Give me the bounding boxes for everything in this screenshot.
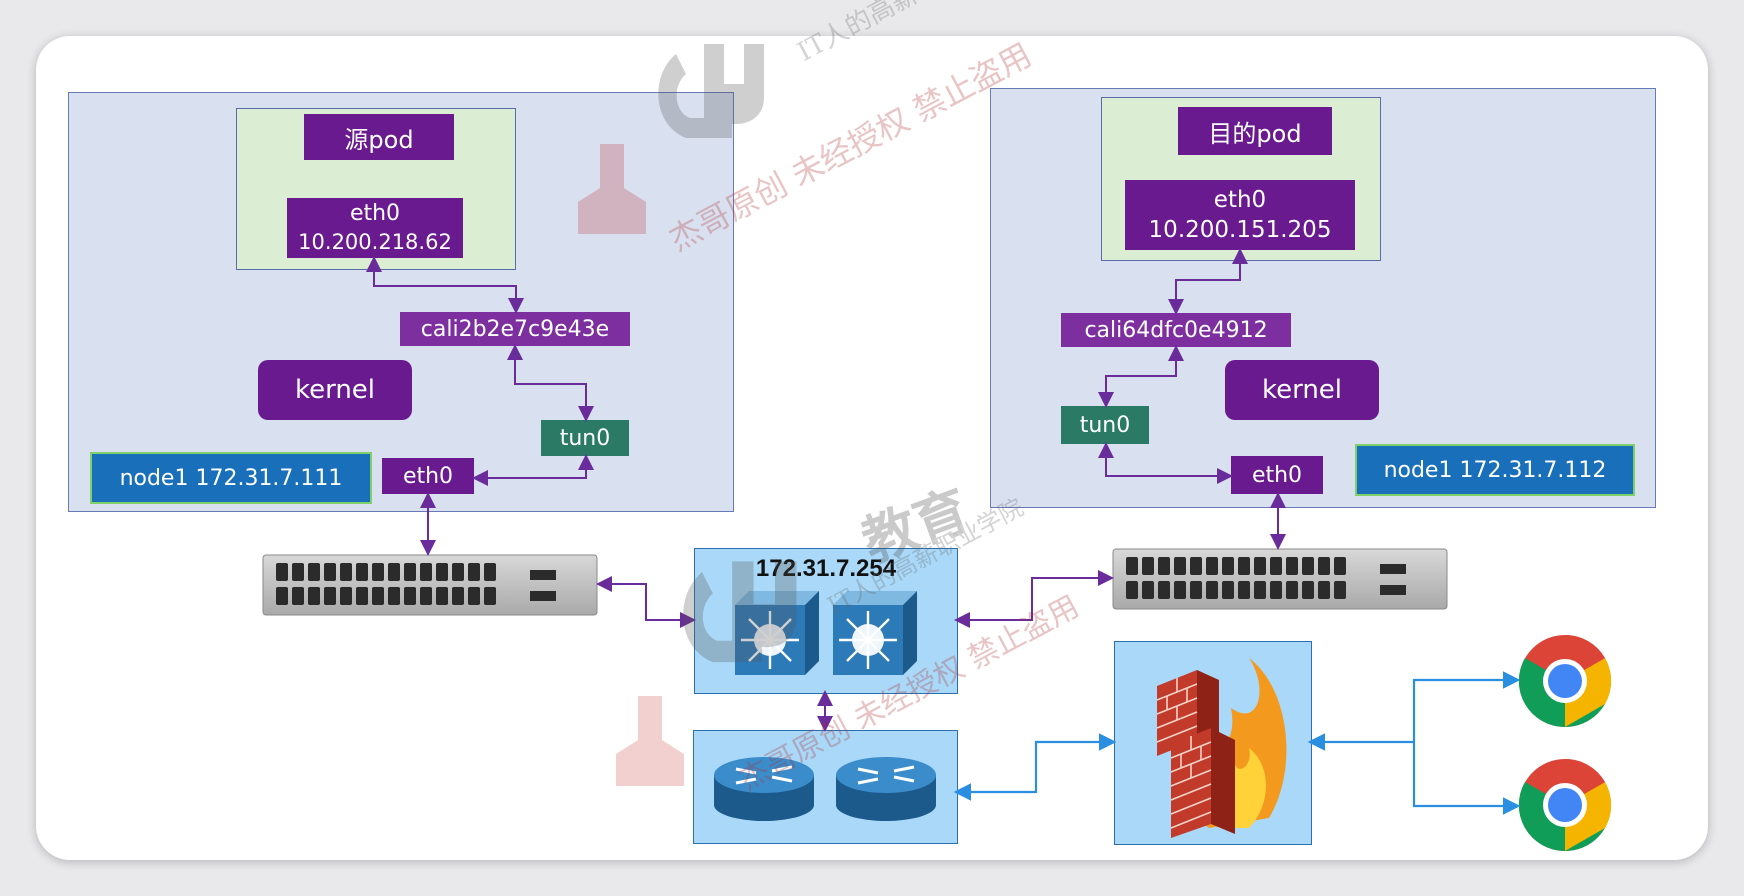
firewall-icon (1156, 658, 1287, 838)
left-host-eth0: eth0 (382, 458, 474, 494)
left-tun0: tun0 (541, 420, 629, 456)
right-cali-interface: cali64dfc0e4912 (1061, 313, 1291, 347)
chrome-icon-2 (1518, 758, 1612, 852)
router-icon-2 (836, 757, 936, 821)
right-pod-eth0: eth0 10.200.151.205 (1125, 180, 1355, 250)
chrome-icon (1518, 634, 1612, 728)
right-node-label: node1 172.31.7.112 (1355, 444, 1635, 496)
core-switch-box: 172.31.7.254 (694, 548, 958, 694)
left-pod-eth0-ip: 10.200.218.62 (298, 230, 452, 254)
left-switch-icon (262, 554, 598, 616)
left-cali-interface: cali2b2e7c9e43e (400, 312, 630, 346)
left-node-label: node1 172.31.7.111 (90, 452, 372, 504)
right-tun0: tun0 (1061, 406, 1149, 444)
left-pod-title: 源pod (304, 114, 454, 160)
router-box (693, 730, 958, 844)
left-pod-eth0: eth0 10.200.218.62 (287, 198, 463, 258)
right-pod-title: 目的pod (1178, 107, 1332, 155)
core-switch-label: 172.31.7.254 (755, 555, 897, 582)
left-kernel: kernel (258, 360, 412, 420)
l3-switch-icon-2 (833, 591, 917, 675)
l3-switch-icon (735, 591, 819, 675)
right-host-eth0: eth0 (1231, 456, 1323, 494)
firewall-box (1114, 641, 1312, 845)
right-pod-eth0-name: eth0 (1213, 187, 1267, 213)
left-pod-eth0-name: eth0 (349, 201, 401, 226)
right-kernel: kernel (1225, 360, 1379, 420)
right-switch-icon (1112, 548, 1448, 610)
right-pod-eth0-ip: 10.200.151.205 (1148, 217, 1332, 243)
router-icon (714, 757, 814, 821)
